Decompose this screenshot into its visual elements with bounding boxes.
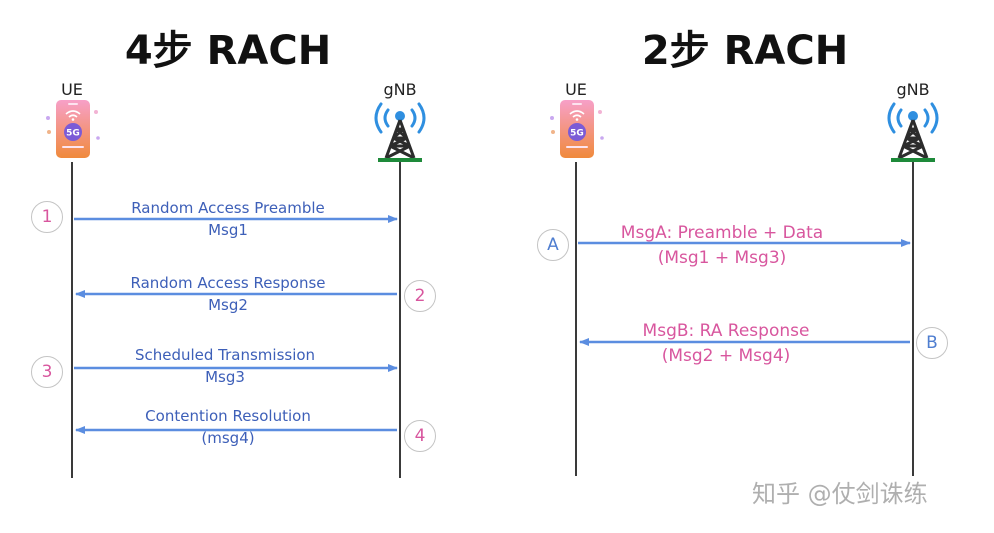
step-badge-4: 4 (404, 420, 436, 452)
four-step-ue-label: UE (61, 80, 83, 99)
phone-5g-text: 5G (570, 129, 584, 139)
message-sublabel: Msg3 (205, 368, 245, 386)
smartphone-5g-icon: 5G (548, 98, 606, 166)
watermark: 知乎 @仗剑诛练 (752, 480, 928, 508)
two-step-ue-lifeline (575, 162, 577, 476)
message-sublabel: Msg1 (208, 221, 248, 239)
two-step-gnb-label: gNB (896, 80, 930, 99)
message-label: MsgB: RA Response (642, 321, 810, 341)
four-step-gnb-label: gNB (383, 80, 417, 99)
two-step-title: 2步 RACH (641, 28, 849, 74)
two-step-message-b: MsgB: RA Response (Msg2 + Msg4) (643, 319, 810, 369)
four-step-message-4: Contention Resolution (msg4) (145, 405, 311, 449)
message-sublabel: (Msg1 + Msg3) (657, 248, 787, 268)
two-step-message-a: MsgA: Preamble + Data (Msg1 + Msg3) (621, 221, 823, 271)
step-badge-b: B (916, 327, 948, 359)
message-label: MsgA: Preamble + Data (620, 223, 824, 243)
message-label: Scheduled Transmission (134, 346, 316, 364)
two-step-ue-label: UE (565, 80, 587, 99)
message-sublabel: (Msg2 + Msg4) (661, 346, 791, 366)
step-badge-a: A (537, 229, 569, 261)
four-step-gnb-lifeline (399, 162, 401, 478)
cell-tower-icon (879, 96, 947, 168)
message-sublabel: Msg2 (208, 296, 248, 314)
four-step-ue-lifeline (71, 162, 73, 478)
message-label: Random Access Preamble (131, 199, 325, 217)
four-step-message-3: Scheduled Transmission Msg3 (135, 344, 315, 388)
two-step-gnb-lifeline (912, 162, 914, 476)
four-step-message-2: Random Access Response Msg2 (130, 272, 325, 316)
message-label: Contention Resolution (145, 407, 311, 425)
phone-5g-text: 5G (66, 129, 80, 139)
cell-tower-icon (366, 96, 434, 168)
four-step-message-1: Random Access Preamble Msg1 (131, 197, 325, 241)
four-step-title: 4步 RACH (124, 28, 332, 74)
step-badge-3: 3 (31, 356, 63, 388)
message-sublabel: (msg4) (201, 429, 255, 447)
message-label: Random Access Response (130, 274, 326, 292)
smartphone-5g-icon: 5G (44, 98, 102, 166)
step-badge-1: 1 (31, 201, 63, 233)
step-badge-2: 2 (404, 280, 436, 312)
